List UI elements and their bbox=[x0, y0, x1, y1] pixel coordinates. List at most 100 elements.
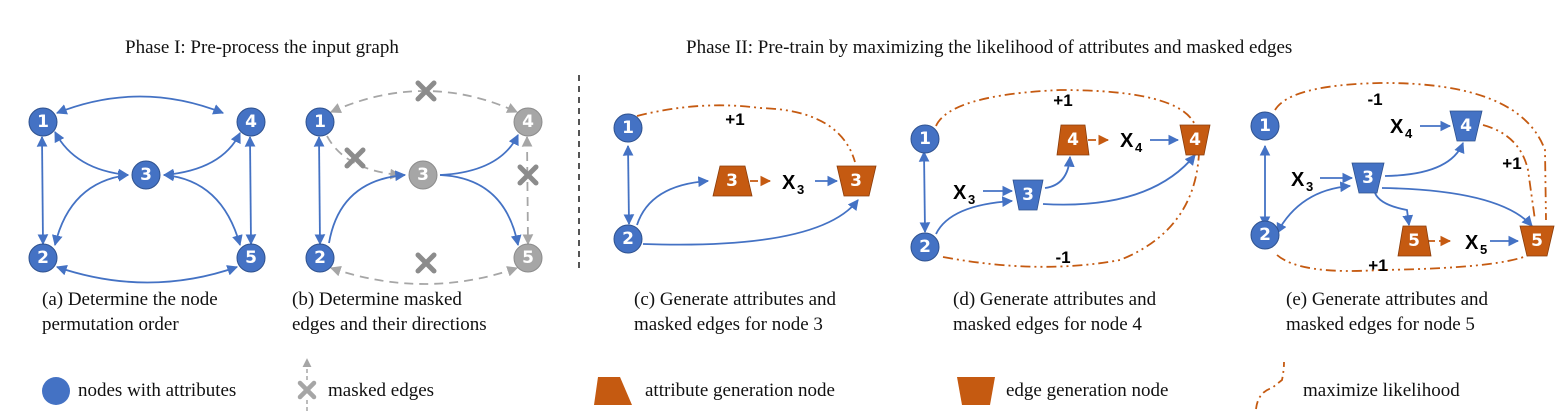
caption-d: (d) Generate attributes and masked edges… bbox=[953, 287, 1156, 337]
edge-generation-node-5: 5 bbox=[1519, 225, 1555, 257]
masked-edge-2-5 bbox=[329, 266, 519, 285]
svg-text:4: 4 bbox=[522, 112, 534, 132]
caption-b-line2: edges and their directions bbox=[292, 314, 487, 335]
caption-a-line2: permutation order bbox=[42, 314, 179, 335]
panel-a-edges bbox=[36, 95, 257, 284]
svg-text:3: 3 bbox=[968, 192, 975, 207]
edge-3-4a bbox=[1044, 155, 1075, 189]
svg-text:4: 4 bbox=[1460, 116, 1472, 136]
panel-b-edges bbox=[313, 134, 522, 247]
edge-generation-node-3: 3 bbox=[1012, 179, 1044, 211]
caption-e-line2: masked edges for node 5 bbox=[1286, 314, 1475, 335]
node-2: 2 bbox=[613, 224, 643, 254]
edge-2-3 bbox=[935, 196, 1014, 235]
caption-a: (a) Determine the node permutation order bbox=[42, 287, 218, 337]
edge-generation-trapezoid-icon bbox=[957, 377, 995, 405]
edge-1-2 bbox=[36, 135, 49, 246]
edge-3-2 bbox=[1276, 181, 1352, 234]
svg-text:3: 3 bbox=[797, 182, 804, 197]
svg-text:3: 3 bbox=[1362, 168, 1374, 188]
edge-4-5 bbox=[244, 135, 257, 246]
edge-3-5e bbox=[1381, 187, 1533, 227]
legend-label-attribute-generation: attribute generation node bbox=[645, 380, 835, 401]
edge-1-3 bbox=[54, 131, 130, 180]
svg-text:3: 3 bbox=[417, 165, 429, 185]
masked-edge-x-icon bbox=[415, 80, 437, 102]
likelihood-curve-1-5e bbox=[1274, 82, 1547, 221]
svg-text:3: 3 bbox=[850, 171, 862, 191]
svg-text:X: X bbox=[1120, 130, 1134, 152]
blue-circle-node-icon bbox=[42, 377, 70, 405]
node-4-masked: 4 bbox=[513, 107, 543, 137]
node-3-masked: 3 bbox=[408, 160, 438, 190]
edge-3-5 bbox=[162, 170, 243, 247]
svg-text:3: 3 bbox=[726, 171, 738, 191]
masked-edge-x-icon bbox=[297, 358, 317, 412]
edge-1-2 bbox=[918, 150, 931, 234]
node-1: 1 bbox=[28, 107, 58, 137]
edge-generation-node-3: 3 bbox=[836, 165, 877, 197]
node-2: 2 bbox=[305, 243, 335, 273]
edge-3-2 bbox=[52, 170, 130, 247]
edge-1-4 bbox=[55, 95, 225, 115]
masked-edge-x-icon bbox=[517, 164, 539, 186]
phase-2-title: Phase II: Pre-train by maximizing the li… bbox=[686, 37, 1293, 58]
node-2: 2 bbox=[28, 243, 58, 273]
edge-3-4 bbox=[1384, 141, 1465, 177]
edge-3-5 bbox=[439, 174, 522, 247]
edge-3-4e bbox=[1042, 154, 1196, 206]
legend-label-edge-generation: edge generation node bbox=[1006, 380, 1169, 401]
node-5-masked: 5 bbox=[513, 243, 543, 273]
masked-edge-4-5 bbox=[521, 135, 534, 246]
attribute-generation-node-3: 3 bbox=[712, 165, 753, 197]
phase-1-title: Phase I: Pre-process the input graph bbox=[125, 37, 399, 58]
svg-text:4: 4 bbox=[1405, 126, 1413, 141]
svg-text:5: 5 bbox=[1480, 242, 1487, 257]
edge-3-5a bbox=[1374, 192, 1414, 227]
legend-label-nodes: nodes with attributes bbox=[78, 380, 237, 401]
edge-3-4 bbox=[162, 132, 241, 180]
dash-dot-curve-icon bbox=[1255, 361, 1285, 410]
svg-text:1: 1 bbox=[919, 129, 931, 149]
weight-label: +1 bbox=[725, 110, 744, 129]
node-3: 3 bbox=[131, 160, 161, 190]
legend-label-maximize-likelihood: maximize likelihood bbox=[1303, 380, 1460, 401]
svg-text:3: 3 bbox=[140, 165, 152, 185]
attribute-generation-node-4: 4 bbox=[1056, 124, 1090, 156]
svg-text:2: 2 bbox=[1259, 225, 1271, 245]
edge-1-2 bbox=[313, 135, 326, 246]
caption-b: (b) Determine masked edges and their dir… bbox=[292, 287, 487, 337]
attribute-generation-trapezoid-icon bbox=[594, 377, 632, 405]
svg-text:2: 2 bbox=[37, 248, 49, 268]
caption-d-line1: (d) Generate attributes and bbox=[953, 289, 1157, 310]
svg-text:2: 2 bbox=[314, 248, 326, 268]
edge-generation-node-4: 4 bbox=[1179, 124, 1211, 156]
svg-text:1: 1 bbox=[622, 118, 634, 138]
weight-label: +1 bbox=[1502, 154, 1521, 173]
masked-edge-1-3 bbox=[326, 135, 402, 180]
node-2: 2 bbox=[910, 232, 940, 262]
svg-text:3: 3 bbox=[1022, 185, 1034, 205]
svg-text:4: 4 bbox=[1135, 140, 1143, 155]
edge-generation-node-4: 4 bbox=[1449, 110, 1483, 142]
caption-c-line1: (c) Generate attributes and bbox=[634, 289, 837, 310]
svg-text:4: 4 bbox=[1067, 130, 1079, 150]
weight-label: -1 bbox=[1055, 248, 1070, 267]
node-2: 2 bbox=[1250, 220, 1280, 250]
likelihood-curve-2-4e bbox=[942, 152, 1200, 268]
svg-text:X: X bbox=[1390, 116, 1404, 138]
node-1: 1 bbox=[305, 107, 335, 137]
edge-2-3 bbox=[328, 170, 407, 244]
panel-b-nodes: 1 2 3 4 5 bbox=[305, 107, 543, 273]
edge-3-4 bbox=[439, 134, 519, 176]
caption-b-line1: (b) Determine masked bbox=[292, 289, 462, 310]
